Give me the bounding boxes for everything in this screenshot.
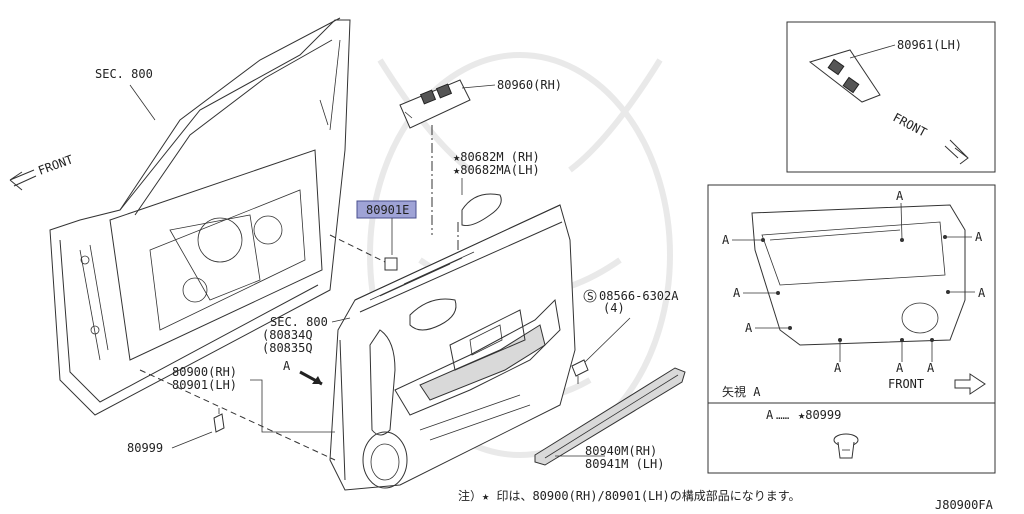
window-switch-rh-drawing [399, 79, 471, 129]
clip-legend-dots: …… [776, 409, 790, 422]
view-a-point-6: A [745, 321, 753, 335]
view-a-title: 矢視 A [722, 384, 761, 399]
view-a-point-2: A [722, 233, 730, 247]
view-a-arrowhead [312, 376, 322, 384]
front-direction-label-view: FRONT [888, 377, 924, 391]
switch-rh-part-number: 80960(RH) [497, 78, 562, 92]
section-800-sub2: (80835Q [262, 341, 313, 355]
view-a-point-5: A [978, 286, 986, 300]
clip-legend-drawing [833, 433, 859, 459]
clip-part-number: 80999 [127, 441, 163, 455]
highlighted-part-number: 80901E [366, 203, 409, 217]
view-a-point-9: A [927, 361, 935, 375]
footnote: 注）★ 印は、80900(RH)/80901(LH)の構成部品になります。 [458, 488, 801, 503]
clip-legend-a: A [766, 408, 774, 422]
view-a-point-7: A [834, 361, 842, 375]
diagram-code: J80900FA [935, 498, 994, 510]
door-trim-panel-drawing [329, 204, 576, 491]
seal-drawing [461, 193, 502, 226]
switch-lh-part-number: 80961(LH) [897, 38, 962, 52]
front-direction-label-inset: FRONT [891, 110, 929, 139]
front-arrow-view [954, 373, 986, 395]
clip-legend-part: ★80999 [798, 408, 841, 422]
front-arrow-inset [944, 139, 969, 165]
section-800-mid-label: SEC. 800 [270, 315, 328, 329]
view-a-marker: A [283, 359, 291, 373]
finisher-strip-drawing [534, 367, 686, 466]
inset-lh-switch-box [786, 21, 996, 173]
seal-rh-part-number: ★80682M (RH) [453, 150, 540, 164]
seal-lh-part-number: ★80682MA(LH) [453, 163, 540, 177]
screw-drawing [571, 359, 589, 384]
window-switch-lh-drawing [808, 49, 881, 103]
view-a-box [707, 184, 996, 474]
front-arrow-left [9, 169, 37, 191]
strip-rh-part-number: 80940M(RH) [585, 444, 657, 458]
clip-80999-drawing [213, 408, 225, 433]
door-frame-drawing [49, 17, 351, 416]
front-direction-label-left: FRONT [36, 152, 75, 178]
section-800-label: SEC. 800 [95, 67, 153, 81]
screw-symbol-icon [583, 289, 597, 303]
view-a-point-3: A [975, 230, 983, 244]
view-a-point-8: A [896, 361, 904, 375]
clip-80901e-drawing [384, 257, 398, 271]
highlighted-part-badge[interactable] [356, 200, 417, 219]
svg-text:S: S [587, 290, 594, 303]
screw-quantity: (4) [603, 301, 625, 315]
screw-part-number: 08566-6302A [599, 289, 679, 303]
view-a-point-1: A [896, 189, 904, 203]
view-a-point-4: A [733, 286, 741, 300]
view-a-panel-drawing [751, 204, 966, 346]
trim-lh-part-number: 80901(LH) [172, 378, 237, 392]
strip-lh-part-number: 80941M (LH) [585, 457, 664, 471]
trim-rh-part-number: 80900(RH) [172, 365, 237, 379]
section-800-sub1: (80834Q [262, 328, 313, 342]
